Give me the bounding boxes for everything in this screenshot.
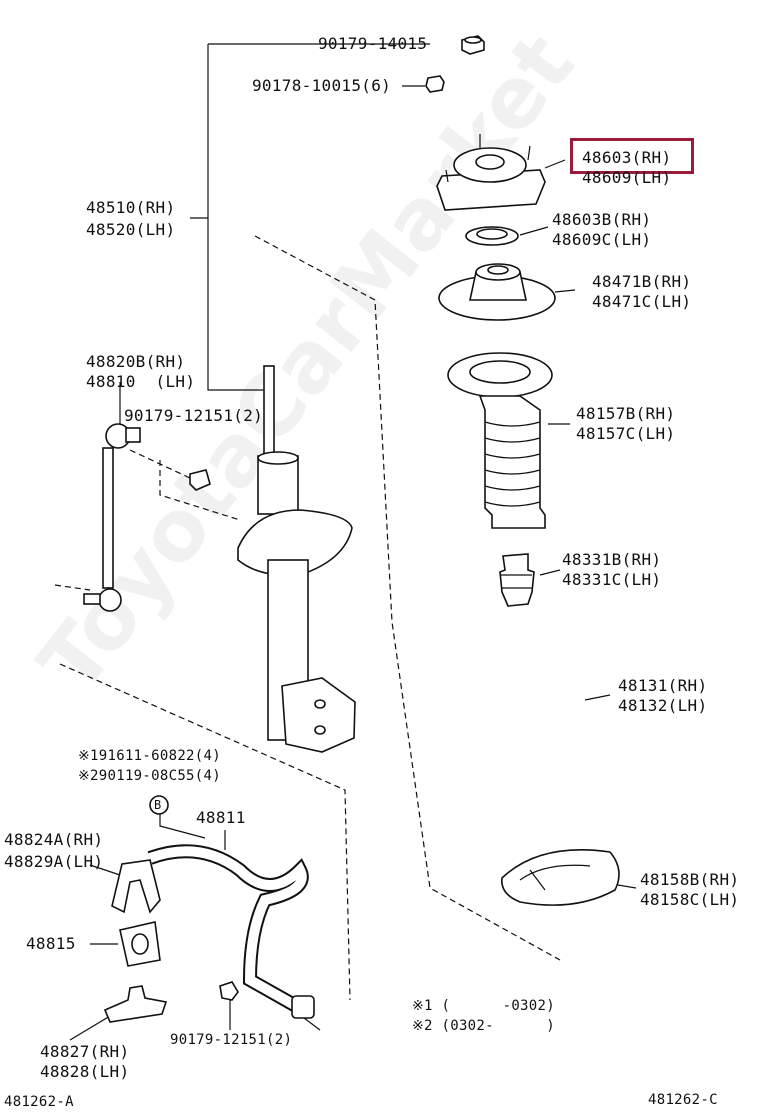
shock-absorber <box>237 365 356 753</box>
upper-spring-seat <box>438 263 556 321</box>
stab-nut-icon <box>219 981 239 1001</box>
label-nut-6: 90178-10015(6) <box>252 76 392 95</box>
label-stabilizer: 48811 <box>196 808 246 827</box>
label-bracket-lh: 48829A(LH) <box>4 852 104 871</box>
label-bracket-rh: 48824A(RH) <box>4 830 104 849</box>
bearing <box>465 226 519 246</box>
label-bolt-a: ※191611-60822(4) <box>78 748 221 764</box>
label-link-rh: 48820B(RH) <box>86 352 186 371</box>
label-boot-rh: 48157B(RH) <box>576 404 676 423</box>
stabilizer-link <box>83 423 211 612</box>
label-spring-rh: 48131(RH) <box>618 676 708 695</box>
clamp <box>103 985 168 1023</box>
figure-id-left: 481262-A <box>4 1094 74 1110</box>
label-mount-rh: 48603(RH) <box>582 148 672 167</box>
strut-group-outline <box>254 235 561 961</box>
figure-id-right: 481262-C <box>648 1092 718 1108</box>
label-bearing-lh: 48609C(LH) <box>552 230 652 249</box>
label-bearing-rh: 48603B(RH) <box>552 210 652 229</box>
label-strut-lh: 48520(LH) <box>86 220 176 239</box>
label-link-lh: 48810 (LH) <box>86 372 196 391</box>
stabilizer-group-outline <box>59 663 351 1001</box>
bump-stopper <box>499 553 535 607</box>
label-stab-nut: 90179-12151(2) <box>170 1032 293 1048</box>
highlight-box <box>570 138 694 174</box>
label-mount-lh: 48609(LH) <box>582 168 672 187</box>
nut-icon <box>425 75 445 93</box>
label-bushing: 48815 <box>26 934 76 953</box>
lower-insulator <box>501 849 620 906</box>
label-upper-seat-lh: 48471C(LH) <box>592 292 692 311</box>
flange-nut-icon <box>461 35 485 55</box>
label-upper-seat-rh: 48471B(RH) <box>592 272 692 291</box>
label-bolt-b: ※290119-08C55(4) <box>78 768 221 784</box>
note-1: ※1 ( -0302) <box>412 998 555 1014</box>
note-2: ※2 (0302- ) <box>412 1018 555 1034</box>
label-clamp-rh: 48827(RH) <box>40 1042 130 1061</box>
label-bolt-top: 90179-14015 <box>318 34 428 53</box>
label-strut-rh: 48510(RH) <box>86 198 176 217</box>
stabilizer-bar <box>147 844 315 1019</box>
dust-boot <box>447 352 553 529</box>
label-spring-lh: 48132(LH) <box>618 696 708 715</box>
label-bumper-lh: 48331C(LH) <box>562 570 662 589</box>
label-insulator-lh: 48158C(LH) <box>640 890 740 909</box>
bushing <box>119 921 161 967</box>
label-boot-lh: 48157C(LH) <box>576 424 676 443</box>
label-link-nut: 90179-12151(2) <box>124 406 264 425</box>
label-clamp-lh: 48828(LH) <box>40 1062 130 1081</box>
label-insulator-rh: 48158B(RH) <box>640 870 740 889</box>
strut-mount <box>436 134 546 211</box>
label-marker-b: B <box>154 798 162 812</box>
bushing-bracket <box>111 859 161 914</box>
coil-spring <box>486 664 605 828</box>
marker-b <box>149 795 169 815</box>
label-bumper-rh: 48331B(RH) <box>562 550 662 569</box>
